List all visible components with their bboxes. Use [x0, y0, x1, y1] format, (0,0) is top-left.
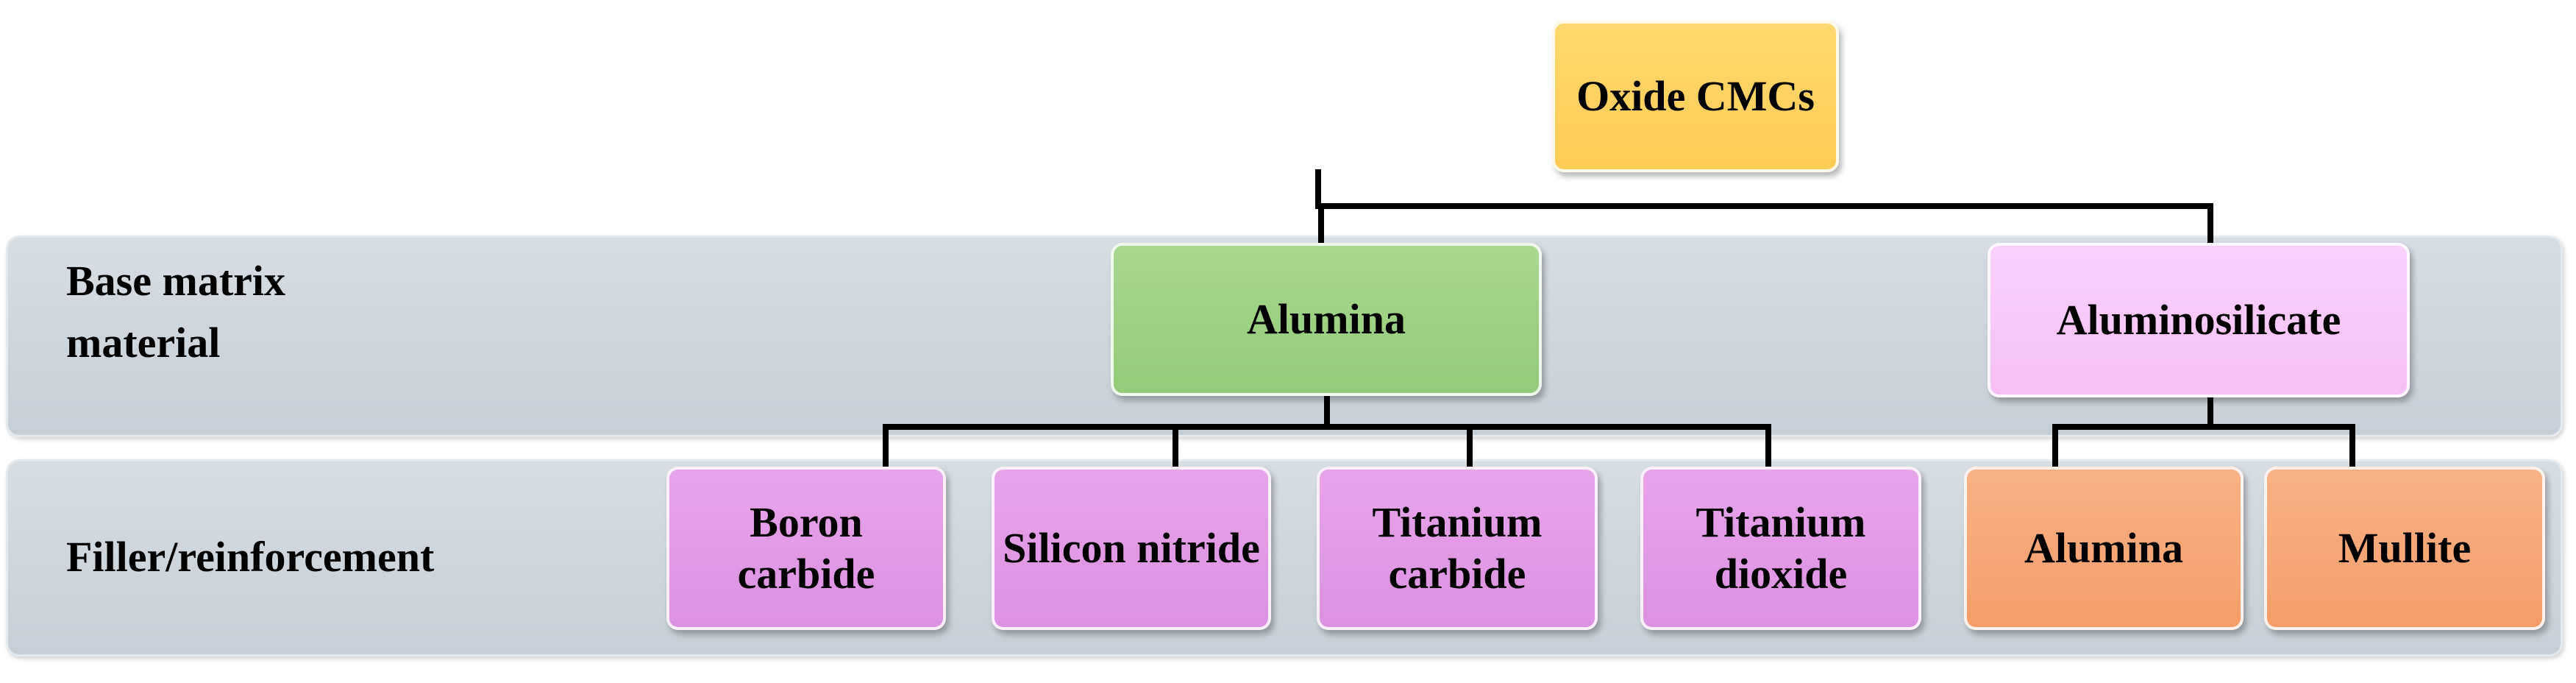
node-mullite-label: Mullite — [2338, 524, 2472, 572]
node-boron-carbide-label: Boron carbide — [737, 498, 875, 598]
node-silicon-nitride: Silicon nitride — [992, 467, 1271, 630]
node-oxide-cmcs-label: Oxide CMCs — [1576, 72, 1815, 120]
base-matrix-row-label: Base matrix material — [66, 257, 285, 367]
node-titanium-carbide: Titanium carbide — [1317, 467, 1598, 630]
node-oxide-cmcs: Oxide CMCs — [1552, 21, 1839, 172]
node-titanium-dioxide-label: Titanium dioxide — [1696, 498, 1866, 598]
node-alumina-matrix-label: Alumina — [1247, 295, 1406, 343]
node-boron-carbide: Boron carbide — [666, 467, 946, 630]
node-alumina-filler-label: Alumina — [2024, 524, 2183, 572]
filler-row-label: Filler/reinforcement — [66, 533, 435, 581]
node-titanium-dioxide: Titanium dioxide — [1640, 467, 1921, 630]
node-alumina-matrix: Alumina — [1111, 243, 1542, 396]
node-mullite: Mullite — [2264, 467, 2545, 630]
node-silicon-nitride-label: Silicon nitride — [1003, 524, 1260, 572]
node-aluminosilicate: Aluminosilicate — [1988, 243, 2410, 397]
node-alumina-filler: Alumina — [1964, 467, 2244, 630]
node-titanium-carbide-label: Titanium carbide — [1372, 498, 1543, 598]
node-aluminosilicate-label: Aluminosilicate — [2056, 296, 2341, 344]
